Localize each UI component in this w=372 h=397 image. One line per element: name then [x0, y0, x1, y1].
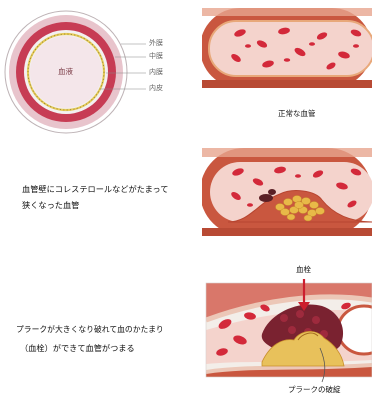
thrombus-label: 血栓 [296, 266, 311, 274]
narrowed-note-line2: 狭くなった血管 [22, 201, 79, 209]
blood-label: 血液 [58, 68, 73, 76]
layer-label-adventitia: 外膜 [149, 40, 163, 47]
layer-label-media: 中膜 [149, 53, 163, 60]
layer-label-intima: 内膜 [149, 69, 163, 76]
narrowed-note-line1: 血管壁にコレステロールなどがたまって [22, 185, 168, 193]
blocked-note-line2: （血栓）ができて血管がつまる [20, 344, 135, 352]
normal-vessel [200, 8, 372, 88]
normal-vessel-caption: 正常な血管 [278, 110, 316, 118]
blocked-note-line1: プラークが大きくなり破れて血のかたまり [16, 326, 164, 334]
plaque-rupture-label: プラークの破綻 [288, 386, 341, 394]
narrowed-vessel [200, 148, 372, 236]
blocked-vessel [206, 283, 372, 377]
layer-label-endothelium: 内皮 [149, 85, 163, 92]
